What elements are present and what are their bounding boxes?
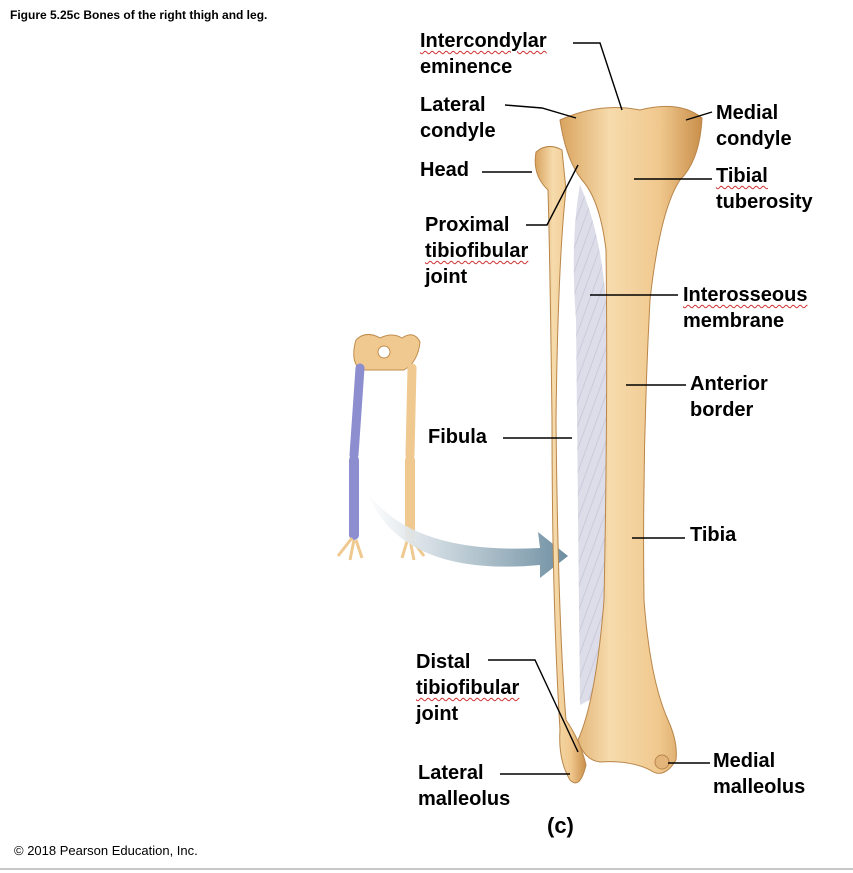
copyright-notice: © 2018 Pearson Education, Inc. <box>14 843 198 858</box>
label-interosseous-membrane: Interosseous membrane <box>683 284 808 332</box>
bottom-divider <box>0 868 853 870</box>
fibula-shape <box>534 146 587 784</box>
label-anterior-border: Anterior border <box>690 373 768 421</box>
label-tibia: Tibia <box>690 524 737 546</box>
tibia-shape <box>559 105 703 774</box>
label-fibula: Fibula <box>428 426 487 448</box>
label-lateral-malleolus: Lateral malleolus <box>418 762 511 810</box>
panel-label: (c) <box>547 813 574 838</box>
label-medial-malleolus: Medial malleolus <box>713 750 806 798</box>
label-proximal-tibiofibular-joint: Proximal tibiofibular joint <box>425 214 529 288</box>
label-medial-condyle: Medial condyle <box>716 102 792 150</box>
label-distal-tibiofibular-joint: Distal tibiofibular joint <box>416 651 520 725</box>
skeleton-inset <box>336 334 426 561</box>
label-tibial-tuberosity: Tibial tuberosity <box>716 165 813 213</box>
leader-lines <box>482 42 713 775</box>
figure-title: Figure 5.25c Bones of the right thigh an… <box>10 8 268 22</box>
label-lateral-condyle: Lateral condyle <box>420 94 496 142</box>
label-intercondylar-eminence: Intercondylar eminence <box>420 30 547 78</box>
interosseous-membrane-shape <box>573 185 606 705</box>
label-head: Head <box>420 159 469 181</box>
pointer-arrow <box>366 490 568 578</box>
